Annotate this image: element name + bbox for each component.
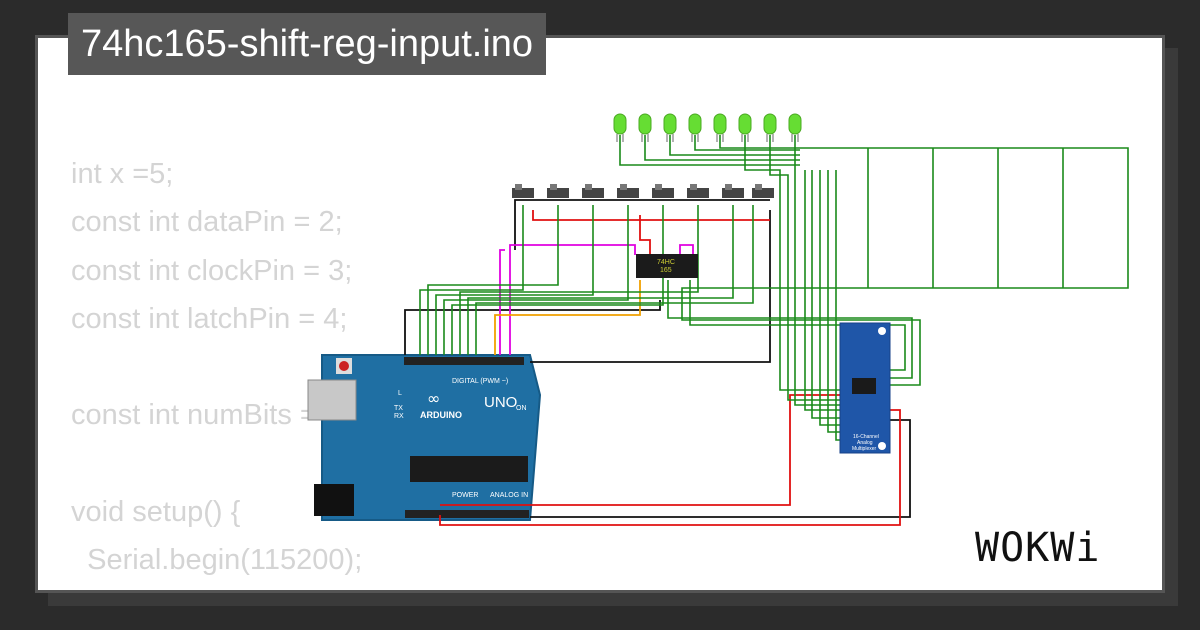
- led[interactable]: [613, 113, 627, 142]
- mux-label-line3: Multiplexer: [852, 446, 877, 452]
- usb-connector: [307, 379, 357, 421]
- preview-card: int x =5; const int dataPin = 2; const int…: [35, 35, 1165, 593]
- led[interactable]: [788, 113, 802, 142]
- red-wires: [439, 210, 901, 526]
- slide-switch[interactable]: [687, 184, 709, 198]
- code-preview: int x =5; const int dataPin = 2; const int…: [71, 150, 427, 590]
- led[interactable]: [713, 113, 727, 142]
- power-label: POWER: [452, 492, 478, 499]
- rx-label: RX: [394, 413, 404, 420]
- code-line: const int clockPin = 3;: [71, 254, 353, 287]
- analog-label: ANALOG IN: [490, 492, 528, 499]
- mux-label-line1: 16-Channel: [853, 434, 879, 440]
- led[interactable]: [738, 113, 752, 142]
- slide-switch[interactable]: [512, 184, 534, 198]
- led[interactable]: [763, 113, 777, 142]
- mounting-hole-icon: [878, 442, 886, 450]
- code-line: int x =5;: [71, 158, 174, 190]
- chip-label-line2: 165: [660, 267, 672, 274]
- page-title: 74hc165-shift-reg-input.ino: [68, 13, 547, 75]
- slide-switch[interactable]: [547, 184, 569, 198]
- slide-switch[interactable]: [652, 184, 674, 198]
- board-brand: ARDUINO: [420, 410, 462, 420]
- slide-switch[interactable]: [617, 184, 639, 198]
- microcontroller-chip: [410, 456, 528, 482]
- arduino-uno-board[interactable]: DIGITAL (PWM ~) UNO ARDUINO ∞ TX RX L ON…: [307, 354, 542, 521]
- on-label: ON: [516, 405, 527, 412]
- code-line: void setup() {: [71, 496, 241, 529]
- led[interactable]: [638, 113, 652, 142]
- shift-register-chip[interactable]: 74HC 165: [636, 254, 698, 278]
- l-label: L: [398, 390, 402, 397]
- board-name: UNO: [484, 394, 517, 411]
- digital-header: [404, 357, 524, 365]
- green-wires: [419, 135, 1129, 441]
- wokwi-logo: WOKWi: [975, 525, 1101, 571]
- power-jack: [314, 484, 354, 516]
- switch-row: [512, 184, 774, 198]
- power-analog-header: [405, 510, 529, 518]
- multiplexer-board[interactable]: 16-Channel Analog Multiplexer: [839, 322, 891, 454]
- mux-chip: [852, 378, 876, 394]
- led-row: [613, 113, 802, 142]
- led[interactable]: [688, 113, 702, 142]
- code-line: Serial.begin(115200);: [71, 544, 363, 577]
- slide-switch[interactable]: [752, 184, 774, 198]
- tx-label: TX: [394, 405, 403, 412]
- slide-switch[interactable]: [582, 184, 604, 198]
- mux-label-line2: Analog: [857, 440, 873, 446]
- code-line: const int dataPin = 2;: [71, 206, 343, 239]
- digital-label: DIGITAL (PWM ~): [452, 378, 508, 385]
- arduino-logo-icon: ∞: [427, 389, 440, 408]
- slide-switch[interactable]: [722, 184, 744, 198]
- led[interactable]: [663, 113, 677, 142]
- mounting-hole-icon: [878, 327, 886, 335]
- code-line: const int latchPin = 4;: [71, 302, 348, 335]
- chip-label-line1: 74HC: [657, 259, 675, 266]
